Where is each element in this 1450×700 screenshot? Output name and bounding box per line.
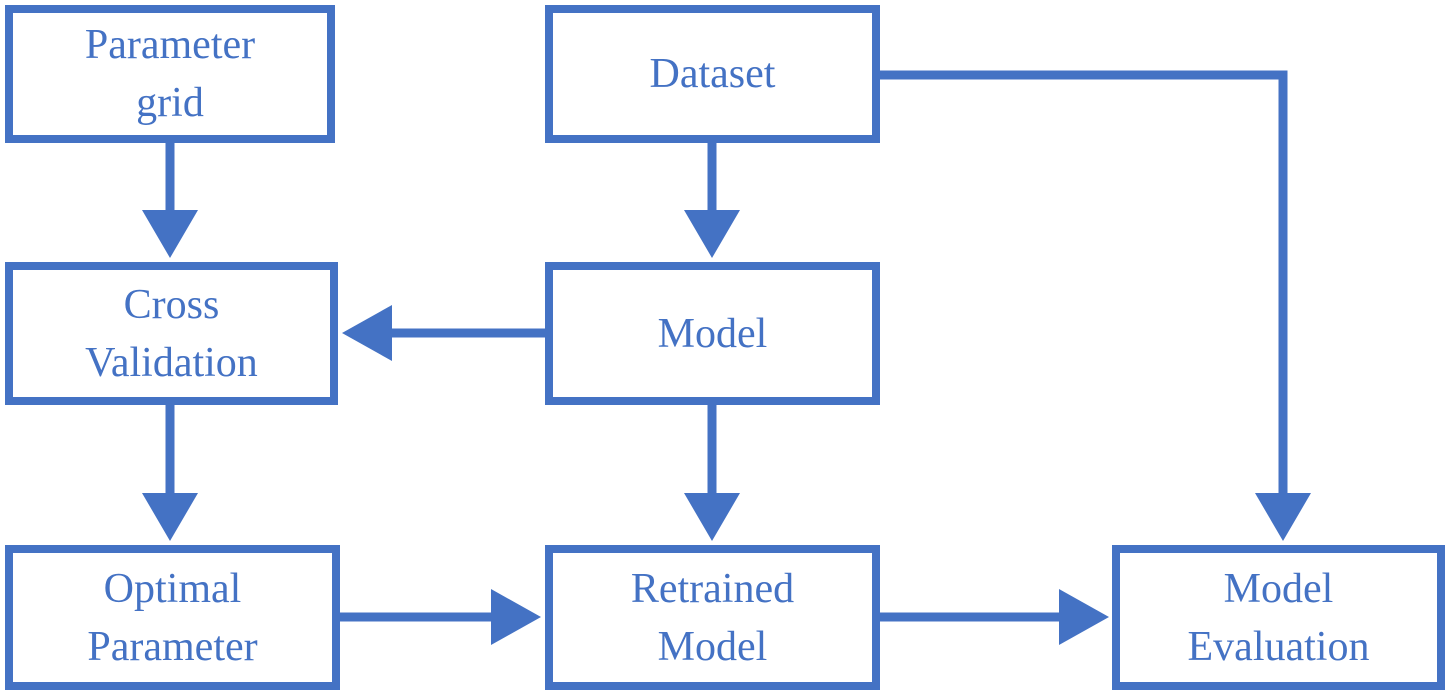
arrow-dataset-to-model-evaluation — [880, 70, 1288, 496]
arrowhead-down-icon — [142, 210, 198, 258]
arrowhead-right-icon — [1059, 589, 1109, 645]
arrowhead-down-icon — [1255, 493, 1311, 541]
arrowhead-right-icon — [491, 589, 541, 645]
node-parameter-grid: Parameter grid — [5, 5, 335, 143]
node-model-evaluation: Model Evaluation — [1112, 545, 1445, 690]
node-cross-validation: Cross Validation — [5, 262, 338, 405]
arrowhead-left-icon — [342, 305, 392, 361]
node-optimal-parameter: Optimal Parameter — [5, 545, 340, 690]
arrowhead-down-icon — [142, 493, 198, 541]
arrowhead-down-icon — [684, 493, 740, 541]
node-model: Model — [545, 262, 880, 405]
node-dataset: Dataset — [545, 5, 880, 143]
node-retrained-model: Retrained Model — [545, 545, 880, 690]
arrowhead-down-icon — [684, 210, 740, 258]
